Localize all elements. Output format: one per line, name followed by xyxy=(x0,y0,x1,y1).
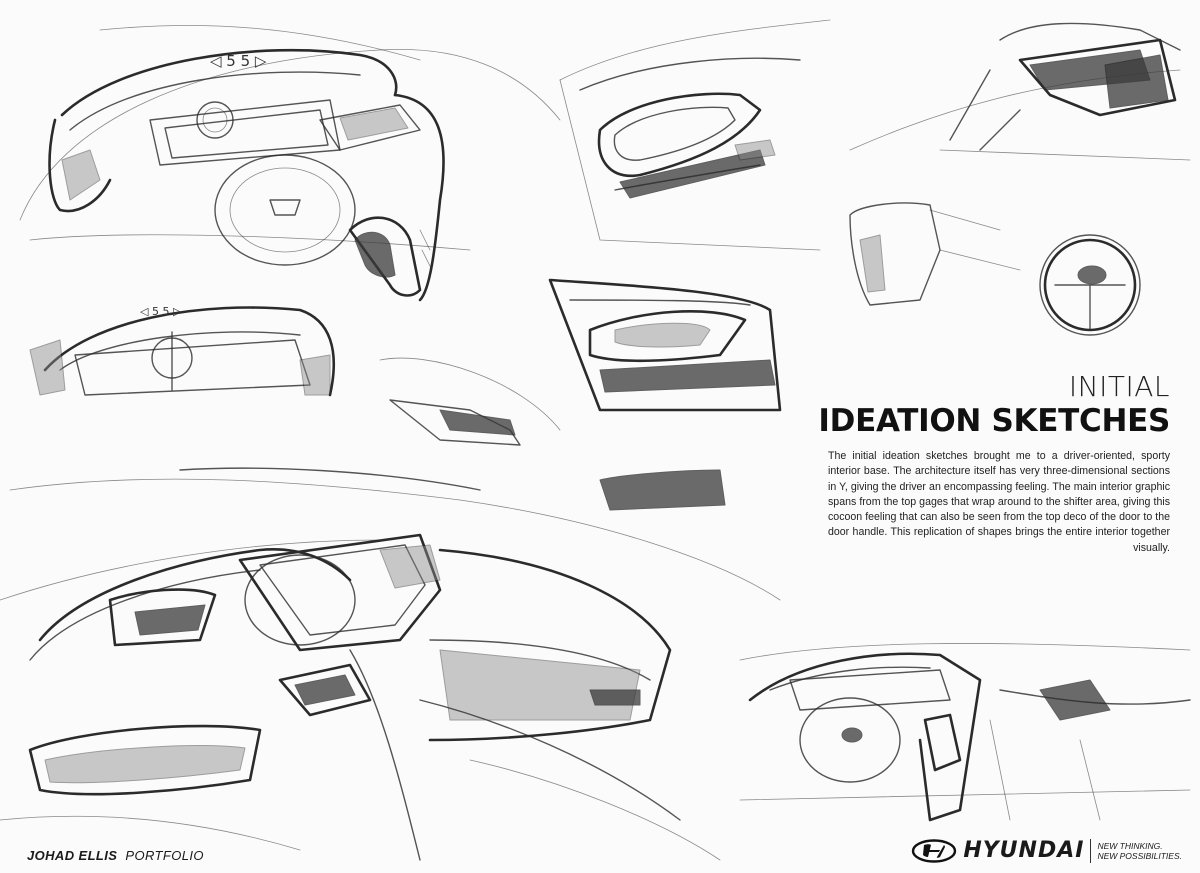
brand-lockup: HYUNDAI NEW THINKING. NEW POSSIBILITIES. xyxy=(911,838,1182,863)
dashboard-sketch-top-left: ◁ 5 5 ▷ xyxy=(19,25,561,302)
title-block: INITIAL IDEATION SKETCHES xyxy=(818,372,1170,440)
title-line-2: IDEATION SKETCHES xyxy=(818,403,1170,439)
gauge-label-1: ◁ 5 5 ▷ xyxy=(210,52,267,70)
interior-sketch-bottom-right xyxy=(739,643,1191,822)
footer-credit: JOHAD ELLIS PORTFOLIO xyxy=(27,848,204,863)
brand-tagline-2: NEW POSSIBILITIES. xyxy=(1097,850,1182,861)
door-sketch-top-middle xyxy=(559,19,831,251)
title-line-1: INITIAL xyxy=(1068,370,1170,403)
interior-sketch-bottom-left xyxy=(0,467,781,861)
description-text: The initial ideation sketches brought me… xyxy=(828,450,1170,554)
cluster-sketch-middle-left: ◁ 5 5 ▷ xyxy=(29,305,336,397)
door-panel-sketch-center xyxy=(548,278,782,511)
shifter-and-wheel-sketch xyxy=(849,202,1141,336)
brand-tagline: NEW THINKING. NEW POSSIBILITIES. xyxy=(1097,841,1182,861)
handle-sketch-middle xyxy=(379,357,561,446)
gauge-label-2: ◁ 5 5 ▷ xyxy=(140,305,182,318)
hyundai-logo-icon xyxy=(912,838,957,863)
brand-tagline-1: NEW THINKING. xyxy=(1097,840,1163,851)
brand-divider xyxy=(1090,838,1092,863)
shifter-sketch-top-right xyxy=(849,22,1191,161)
portfolio-label: PORTFOLIO xyxy=(125,848,204,863)
author-name: JOHAD ELLIS xyxy=(27,848,118,863)
brand-name: HYUNDAI xyxy=(963,838,1085,863)
